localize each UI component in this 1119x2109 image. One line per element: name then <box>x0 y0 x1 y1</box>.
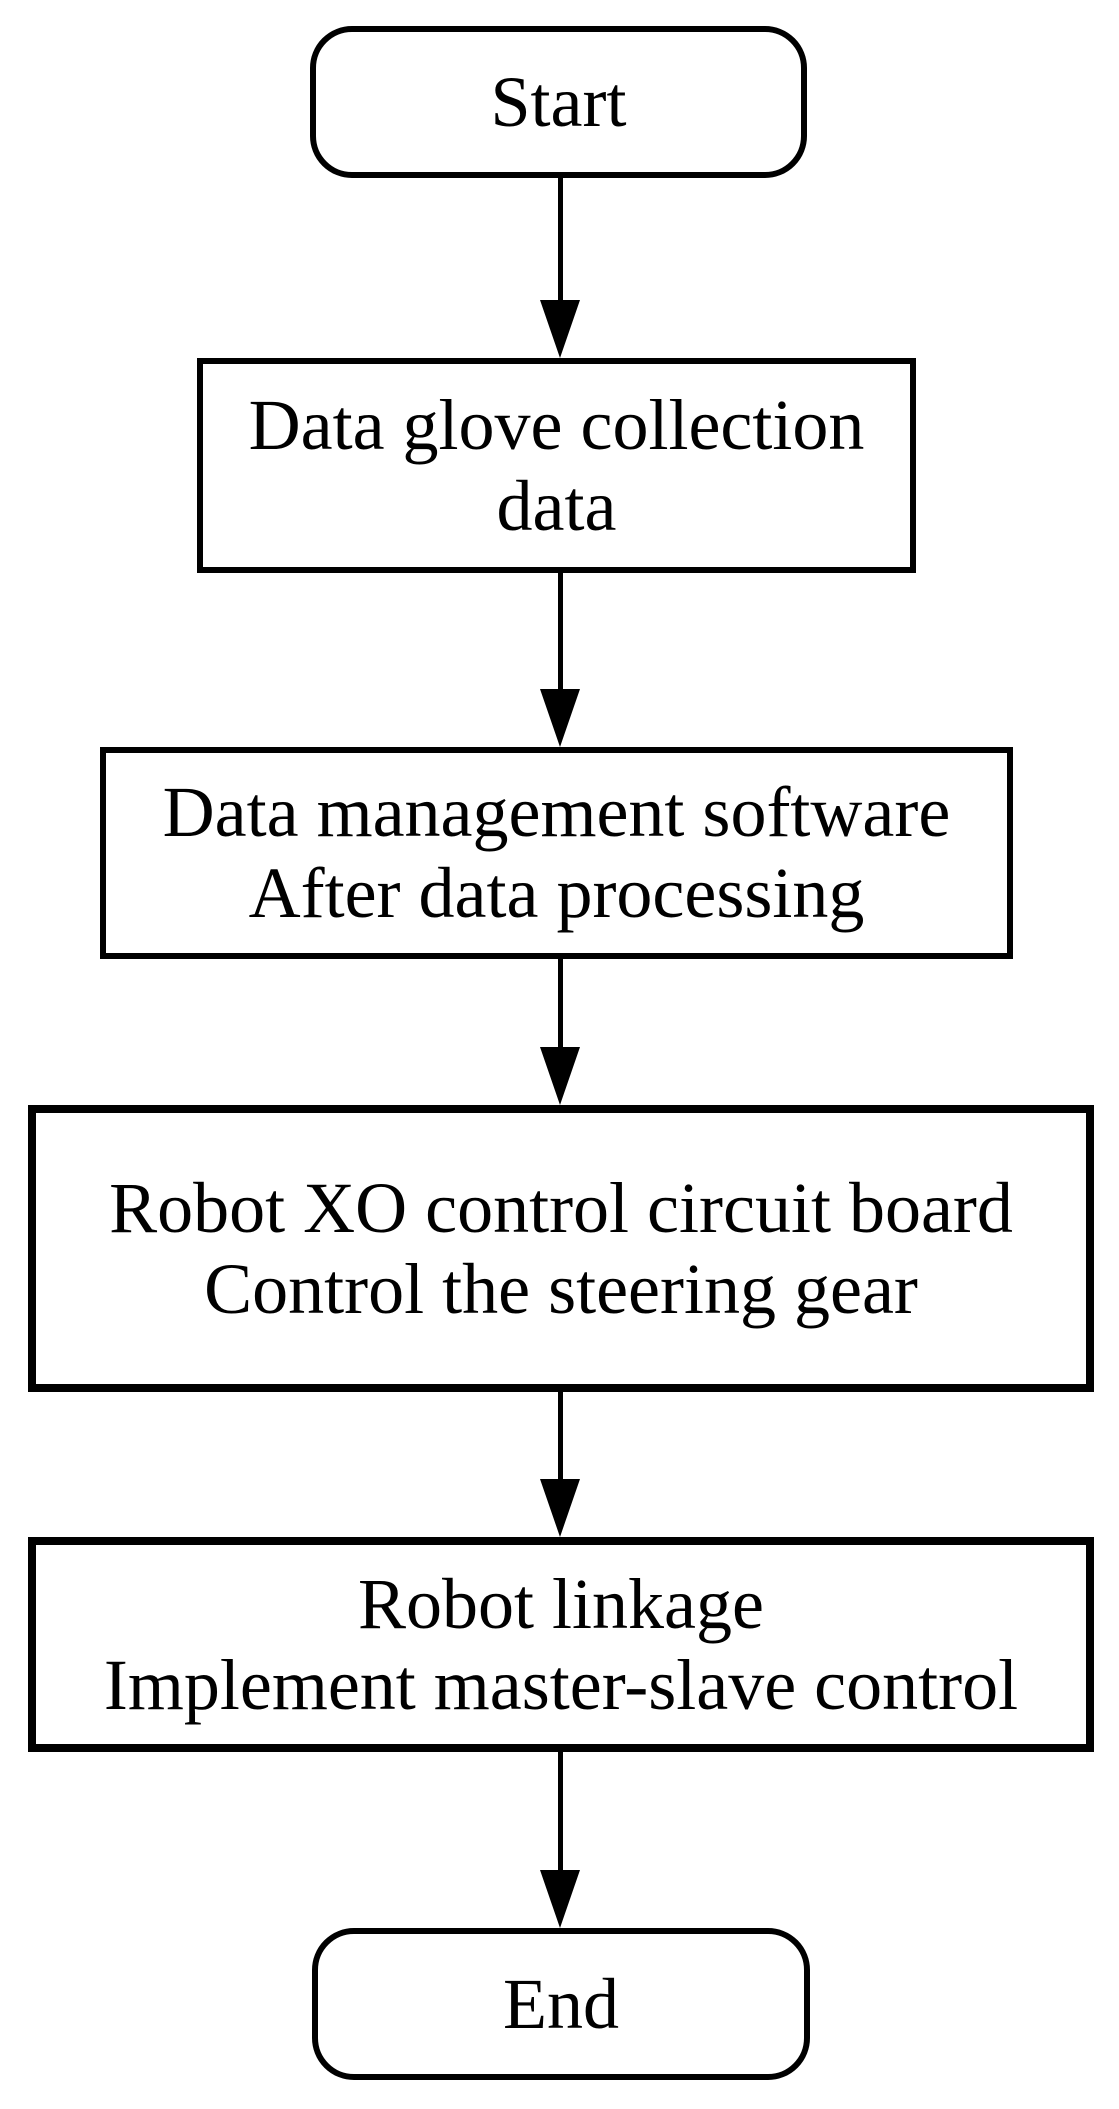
arrowhead-icon <box>540 300 580 358</box>
flow-arrow-3 <box>540 953 580 1105</box>
flow-step-robot-xo: Robot XO control circuit board Control t… <box>28 1105 1094 1392</box>
arrow-shaft <box>557 1386 563 1479</box>
flow-arrow-5 <box>540 1746 580 1928</box>
arrow-shaft <box>557 172 563 300</box>
arrowhead-icon <box>540 1047 580 1105</box>
step-label-line2: After data processing <box>248 853 865 933</box>
node-label: End <box>503 1963 619 2044</box>
step-label-line1: Robot linkage <box>358 1563 764 1644</box>
flow-arrow-2 <box>540 567 580 747</box>
flow-step-data-glove: Data glove collection data <box>197 358 916 573</box>
arrow-shaft <box>557 1746 563 1870</box>
step-label-line2: Control the steering gear <box>204 1248 918 1329</box>
step-label-line2: data <box>496 465 617 546</box>
flow-node-start: Start <box>310 26 807 178</box>
arrow-shaft <box>557 953 563 1047</box>
arrow-shaft <box>557 567 563 689</box>
step-label-line2: Implement master-slave control <box>103 1644 1019 1725</box>
flow-arrow-4 <box>540 1386 580 1537</box>
step-label-line1: Robot XO control circuit board <box>109 1167 1013 1248</box>
flow-step-data-management: Data management software After data proc… <box>100 747 1013 959</box>
flow-step-robot-linkage: Robot linkage Implement master-slave con… <box>28 1537 1094 1752</box>
flow-arrow-1 <box>540 172 580 358</box>
step-label-line1: Data glove collection <box>248 384 865 465</box>
node-label: Start <box>490 61 627 142</box>
arrowhead-icon <box>540 1479 580 1537</box>
flow-node-end: End <box>312 1928 810 2080</box>
arrowhead-icon <box>540 689 580 747</box>
arrowhead-icon <box>540 1870 580 1928</box>
step-label-line1: Data management software <box>162 772 951 853</box>
